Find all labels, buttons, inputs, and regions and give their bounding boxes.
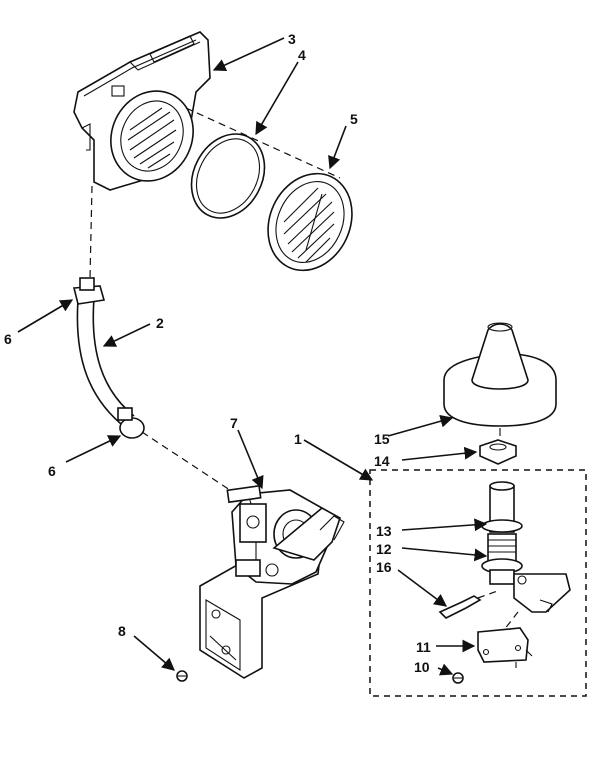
nut — [479, 439, 517, 465]
callout-2: 2 — [156, 315, 164, 331]
vent-cover — [267, 172, 353, 272]
callout-5: 5 — [350, 111, 358, 127]
callout-7: 7 — [230, 415, 238, 431]
lever — [438, 595, 482, 619]
callout-13: 13 — [376, 523, 392, 539]
callout-12: 12 — [376, 541, 392, 557]
callout-3: 3 — [288, 31, 296, 47]
switch-assembly-box — [369, 469, 587, 697]
valve-assembly — [199, 484, 345, 679]
switch-bracket — [513, 573, 571, 613]
callout-4: 4 — [298, 47, 306, 63]
callout-8: 8 — [118, 623, 126, 639]
screw-10 — [452, 672, 464, 684]
gasket-ring — [190, 133, 266, 219]
vent-housing — [73, 31, 211, 191]
callout-14: 14 — [374, 453, 390, 469]
callout-11: 11 — [416, 639, 431, 655]
hose — [72, 277, 145, 439]
callout-1: 1 — [294, 431, 302, 447]
micro-switch — [477, 627, 533, 668]
leaders — [17, 37, 488, 676]
callout-15: 15 — [374, 431, 390, 447]
callout-16: 16 — [376, 559, 392, 575]
screw-8 — [176, 670, 188, 682]
switch-stem — [481, 481, 523, 585]
callout-6-bottom: 6 — [48, 463, 56, 479]
callouts: 3 4 5 6 2 6 7 1 8 15 14 13 12 16 11 10 — [4, 31, 431, 675]
callout-10: 10 — [414, 659, 430, 675]
float — [443, 322, 557, 436]
callout-6-top: 6 — [4, 331, 12, 347]
